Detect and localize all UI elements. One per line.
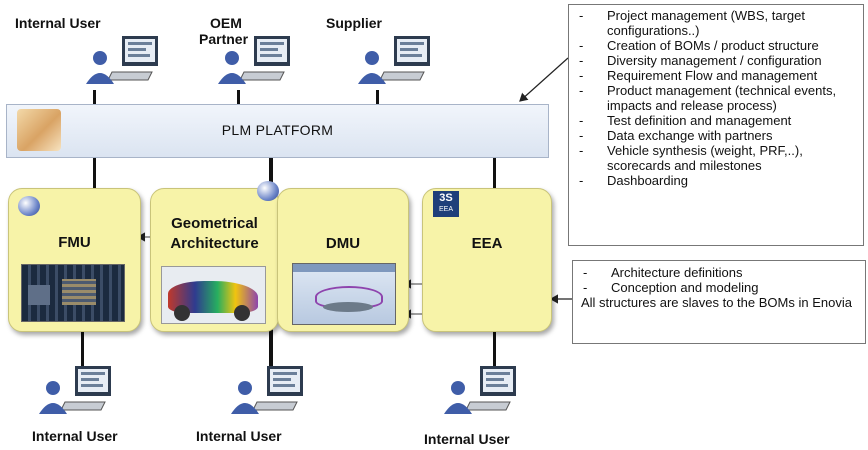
dmu-box[interactable]: DMU [277,188,409,332]
geo-logo-icon [257,181,279,201]
top-user-label-internal: Internal User [15,15,101,31]
connector-top-center [237,90,240,104]
feature-item: Data exchange with partners [569,128,863,143]
fmu-box[interactable]: FMU [8,188,141,332]
feature-item: Vehicle synthesis (weight, PRF,..), scor… [569,143,863,173]
fmu-screenshot-image [21,264,125,322]
bottom-user-label-center: Internal User [196,428,282,444]
bottom-user-label-right: Internal User [424,431,510,447]
geo-car-model-image [161,266,266,324]
eea-features-list: Architecture definitions Conception and … [573,265,865,295]
platform-features-note: Project management (WBS, target configur… [568,4,864,246]
bottom-user-label-left: Internal User [32,428,118,444]
user-computer-icon [84,36,158,88]
geometrical-architecture-box[interactable]: Geometrical Architecture [150,181,279,332]
fmu-logo-icon [18,196,40,216]
platform-logo-image [17,109,61,151]
user-computer-icon [229,366,303,418]
top-user-label-partner: Partner [199,31,249,47]
connector-platform-fmu [93,156,96,188]
user-computer-icon [356,36,430,88]
feature-item: Dashboarding [569,173,863,188]
eea-title: EEA [471,235,503,252]
geo-title-line2: Architecture [170,235,259,252]
feature-item: Test definition and management [569,113,863,128]
top-user-label-supplier: Supplier [326,15,383,31]
connector-top-left [93,90,96,104]
feature-item: Creation of BOMs / product structure [569,38,863,53]
eea-feature-item: Conception and modeling [573,280,865,295]
eea-features-note: Architecture definitions Conception and … [572,260,866,344]
eea-logo-icon: 3S EEA [433,191,459,217]
eea-note-footer: All structures are slaves to the BOMs in… [581,295,852,310]
feature-item: Diversity management / configuration [569,53,863,68]
user-computer-icon [37,366,111,418]
platform-title: PLM PLATFORM [221,122,334,138]
feature-item: Project management (WBS, target configur… [569,8,863,38]
user-computer-icon [442,366,516,418]
eea-feature-item: Architecture definitions [573,265,865,280]
user-computer-icon [216,36,290,88]
dmu-screenshot-image [292,263,396,325]
fmu-title: FMU [58,234,91,251]
platform-features-list: Project management (WBS, target configur… [569,8,863,188]
geo-title-line1: Geometrical [171,215,258,232]
connector-platform-eea [493,156,496,188]
plm-platform-bar: PLM PLATFORM [6,104,549,158]
user-computer-icon-svg [86,36,158,84]
connector-top-right [376,90,379,104]
eea-box[interactable]: 3S EEA EEA [422,188,552,332]
connector-fmu-bottom [81,330,84,366]
feature-item: Product management (technical events, im… [569,83,863,113]
feature-item: Requirement Flow and management [569,68,863,83]
pointer-line-top-note [519,57,569,102]
dmu-title: DMU [325,235,361,252]
connector-eea-bottom [493,330,496,370]
eea-logo-text: EEA [438,206,453,213]
top-user-label-oem: OEM [210,15,242,31]
